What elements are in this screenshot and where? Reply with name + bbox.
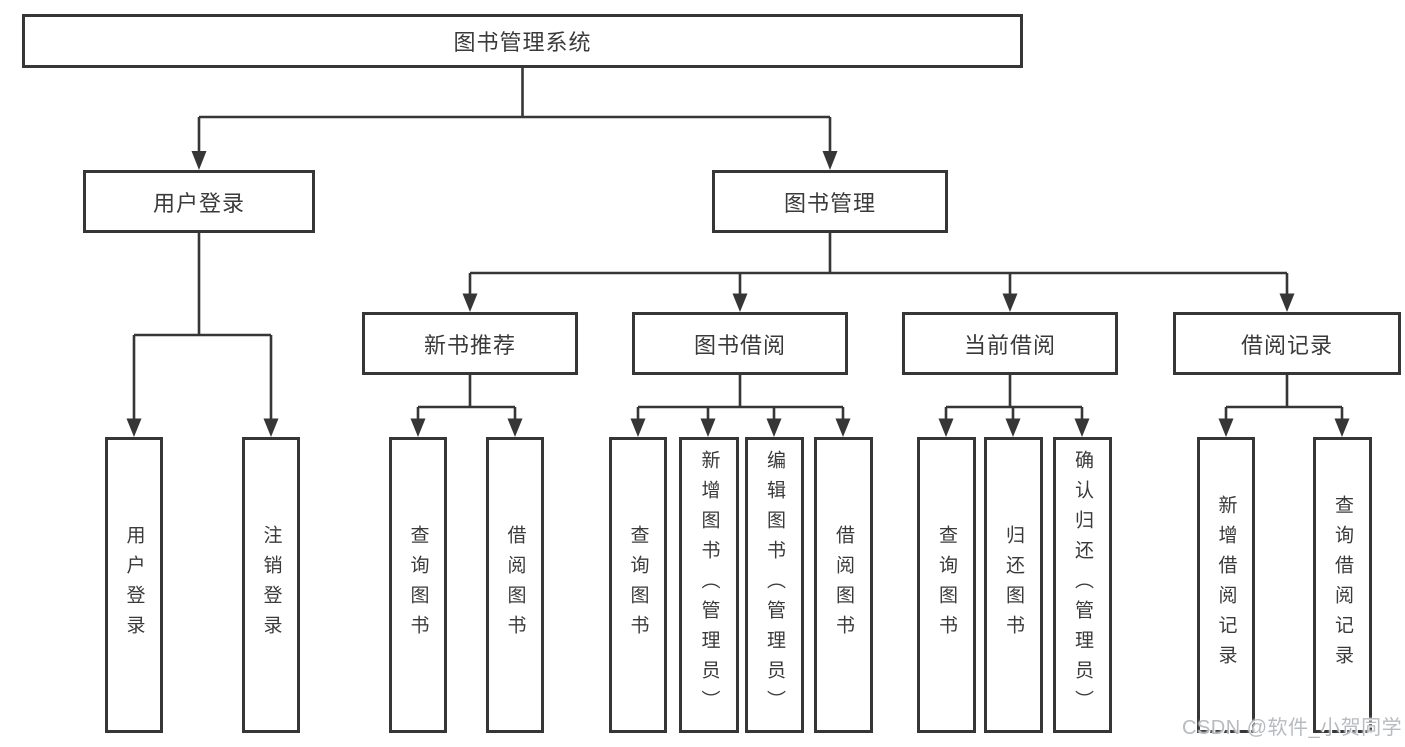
node-library-system-label: 图书管理系统 (453, 30, 592, 55)
node-borrowing-records: 借阅记录 (1173, 312, 1401, 375)
csdn-watermark: CSDN @软件_小贺同学 (1182, 717, 1403, 739)
leaf-add-borrow-record: 新增借阅记录 (1197, 437, 1255, 733)
node-borrowing-records-label: 借阅记录 (1240, 332, 1333, 358)
node-book-borrowing: 图书借阅 (632, 312, 848, 375)
leaf-query-borrow-record: 查询借阅记录 (1313, 437, 1372, 733)
leaf-query-books-2: 查询图书 (609, 437, 667, 733)
node-user-login-label: 用户登录 (152, 190, 245, 216)
leaf-return-books: 归还图书 (984, 437, 1043, 733)
leaf-borrow-books-2-label: 借阅图书 (833, 525, 854, 645)
leaf-add-books-admin: 新增图书（管理员） (679, 437, 739, 733)
leaf-borrow-books-1-label: 借阅图书 (504, 525, 526, 645)
arrowhead-icons (126, 151, 1350, 437)
node-current-borrowing: 当前借阅 (902, 312, 1118, 375)
node-current-borrowing-label: 当前借阅 (963, 332, 1056, 358)
leaf-user-login-label: 用户登录 (123, 525, 145, 645)
node-book-management-label: 图书管理 (783, 190, 876, 216)
leaf-query-books-3: 查询图书 (917, 437, 976, 733)
leaf-edit-books-admin: 编辑图书（管理员） (745, 437, 804, 733)
leaf-borrow-books-2: 借阅图书 (814, 437, 873, 733)
node-user-login: 用户登录 (83, 170, 315, 233)
node-new-book-recommend: 新书推荐 (362, 312, 578, 375)
leaf-edit-books-admin-label: 编辑图书（管理员） (764, 450, 785, 720)
leaf-query-books-1: 查询图书 (389, 437, 447, 733)
leaf-return-books-label: 归还图书 (1003, 525, 1024, 645)
leaf-query-books-3-label: 查询图书 (936, 525, 957, 645)
leaf-logout-label: 注销登录 (260, 525, 282, 645)
leaf-query-books-1-label: 查询图书 (407, 525, 429, 645)
leaf-user-login: 用户登录 (105, 437, 163, 733)
leaf-query-borrow-record-label: 查询借阅记录 (1332, 495, 1353, 675)
leaf-confirm-return-admin-label: 确认归还（管理员） (1072, 450, 1093, 720)
leaf-confirm-return-admin: 确认归还（管理员） (1053, 437, 1112, 733)
node-book-management: 图书管理 (712, 170, 948, 233)
node-book-borrowing-label: 图书借阅 (693, 332, 786, 358)
node-library-system: 图书管理系统 (22, 14, 1023, 68)
leaf-borrow-books-1: 借阅图书 (486, 437, 544, 733)
leaf-logout: 注销登录 (242, 437, 300, 733)
leaf-add-borrow-record-label: 新增借阅记录 (1215, 495, 1237, 675)
node-new-book-recommend-label: 新书推荐 (423, 332, 516, 358)
leaf-add-books-admin-label: 新增图书（管理员） (698, 450, 720, 720)
leaf-query-books-2-label: 查询图书 (627, 525, 649, 645)
